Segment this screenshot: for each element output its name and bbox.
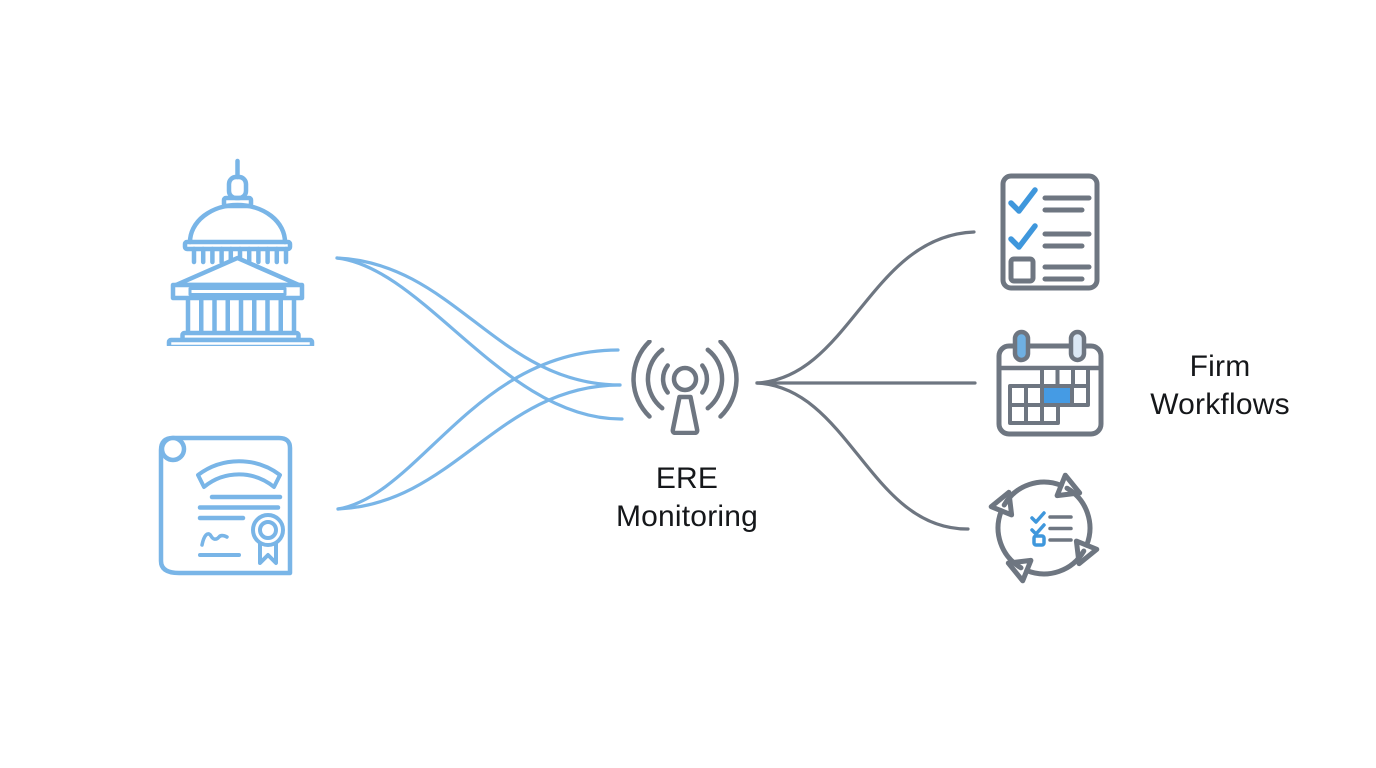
seal-rosette <box>251 513 285 547</box>
hub-to-checklist-line <box>755 230 976 385</box>
calendar-parts <box>996 329 1104 437</box>
binding-peg <box>1012 329 1031 363</box>
hub-label: ERE Monitoring <box>587 460 787 536</box>
signal-arc <box>645 347 665 411</box>
signal-arc <box>660 363 670 395</box>
empty-checkbox <box>1008 256 1036 284</box>
calendar-grid <box>1008 366 1090 425</box>
sources-to-hub-lines <box>335 256 624 511</box>
document-to-hub-line-a <box>336 383 622 511</box>
capitol-to-hub-line-b <box>335 256 624 421</box>
cycle-arrows <box>991 475 1097 581</box>
government-building-icon <box>166 158 315 346</box>
sync-cycle-icon <box>983 460 1105 595</box>
certificate-document-icon <box>158 435 293 576</box>
hub-to-outputs-lines <box>755 230 977 531</box>
mini-checklist <box>1030 511 1073 547</box>
hub-to-sync-line <box>755 381 970 531</box>
hub-label-line1: ERE <box>655 462 719 495</box>
signal-arc <box>631 340 652 419</box>
highlighted-date-range <box>1040 384 1074 407</box>
checklist-icon <box>1000 173 1100 291</box>
check-mark <box>1008 223 1038 250</box>
signal-arc <box>718 340 739 419</box>
signal-arc <box>705 347 725 411</box>
empty-checkbox <box>1032 534 1046 547</box>
broadcast-antenna-icon <box>631 340 739 435</box>
signature-squiggle <box>200 532 229 547</box>
antenna-parts <box>631 340 739 435</box>
calendar-icon <box>996 329 1104 437</box>
capitol-to-hub-line-a <box>335 256 622 387</box>
hub-label-line2: Monitoring <box>615 500 759 533</box>
certificate-parts <box>158 435 293 576</box>
document-to-hub-line-b <box>336 348 620 511</box>
signal-arc <box>700 363 710 395</box>
check-mark <box>1008 187 1038 214</box>
check-mark <box>1030 511 1046 524</box>
outputs-label: Firm Workflows <box>1110 348 1330 424</box>
outputs-label-line2: Workflows <box>1150 388 1290 421</box>
binding-peg <box>1068 329 1087 363</box>
outputs-label-line1: Firm <box>1189 350 1251 383</box>
capitol-parts <box>166 158 315 346</box>
check-mark <box>1030 523 1046 536</box>
checklist-parts <box>1000 173 1100 291</box>
